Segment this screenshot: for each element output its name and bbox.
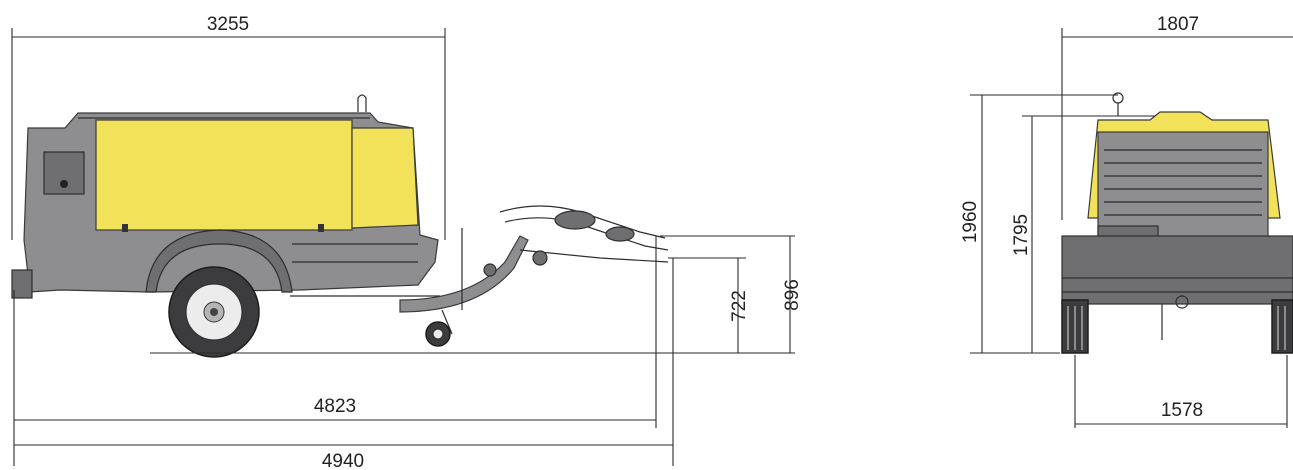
dimension-896: 896 (660, 235, 803, 353)
canopy-panel-front (351, 127, 419, 229)
dimension-label-896: 896 (782, 279, 803, 311)
compressor-body (11, 94, 440, 299)
side-wheel (168, 266, 260, 358)
dimension-label-3255: 3255 (207, 14, 249, 35)
rear-body (1061, 92, 1293, 354)
dimension-label-4823: 4823 (314, 396, 356, 417)
rear-view: 1807 1960 1795 (960, 14, 1293, 428)
dimension-label-1960: 1960 (960, 201, 981, 243)
rear-grille (1104, 149, 1262, 216)
drawbar (399, 205, 669, 347)
dimension-1807: 1807 (1061, 14, 1293, 220)
dimension-3255: 3255 (11, 14, 446, 240)
lifting-eye (357, 94, 367, 112)
control-panel (43, 151, 85, 195)
dimension-label-1807: 1807 (1157, 14, 1199, 35)
dimension-label-722: 722 (729, 290, 750, 322)
dimension-1960: 1960 (960, 94, 1118, 354)
dimension-label-1795: 1795 (1011, 214, 1032, 256)
dimension-4823: 4823 (13, 236, 657, 428)
rear-wheel-right (1271, 299, 1293, 354)
dimension-label-4940: 4940 (322, 451, 364, 470)
dimension-722: 722 (668, 257, 750, 353)
dimension-1578: 1578 (1074, 355, 1288, 428)
canopy-panel-main (95, 119, 353, 231)
wheel-fender (145, 229, 293, 293)
dimension-4940: 4940 (13, 258, 674, 470)
dimension-label-1578: 1578 (1161, 400, 1203, 421)
side-view: 3255 (11, 14, 803, 470)
dimension-1795: 1795 (1011, 115, 1180, 353)
